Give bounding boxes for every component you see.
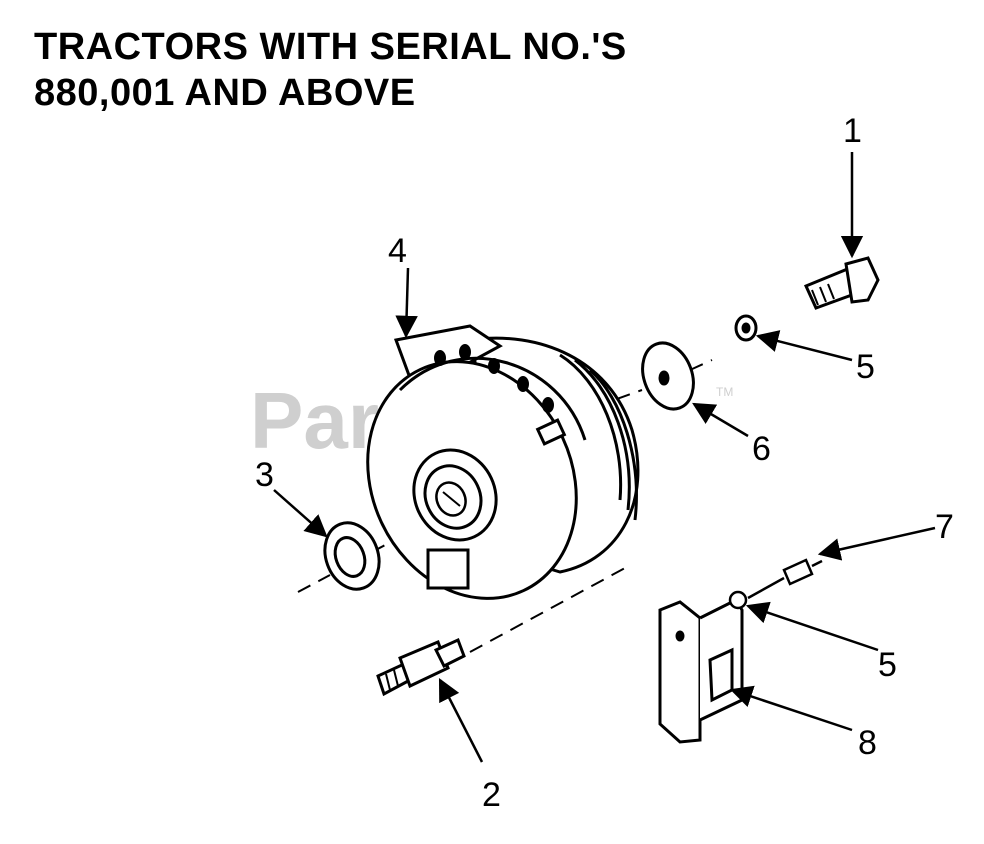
spacer-washer xyxy=(323,521,381,591)
callout-2: 2 xyxy=(482,776,501,814)
diagram-title-line-2: 880,001 AND ABOVE xyxy=(34,72,416,114)
callout-5-lower: 5 xyxy=(878,646,897,684)
lock-washer-top xyxy=(734,314,758,342)
bracket xyxy=(658,598,744,744)
diagram-title-line-1: TRACTORS WITH SERIAL NO.'S xyxy=(34,26,627,68)
watermark-tm: TM xyxy=(716,385,733,399)
callout-1: 1 xyxy=(843,112,862,150)
flat-washer xyxy=(641,341,695,411)
callout-7: 7 xyxy=(935,508,954,546)
stud xyxy=(376,637,466,697)
callout-3: 3 xyxy=(255,456,274,494)
callout-8: 8 xyxy=(858,724,877,762)
callout-6: 6 xyxy=(752,430,771,468)
callout-4: 4 xyxy=(388,232,407,270)
electric-clutch xyxy=(366,324,640,600)
wire-connector xyxy=(747,558,823,600)
clutch-holes xyxy=(434,344,554,413)
lock-washer-lower xyxy=(728,590,748,610)
leader-arrows xyxy=(273,152,936,763)
bolt xyxy=(803,256,880,310)
callout-5-top: 5 xyxy=(856,348,875,386)
